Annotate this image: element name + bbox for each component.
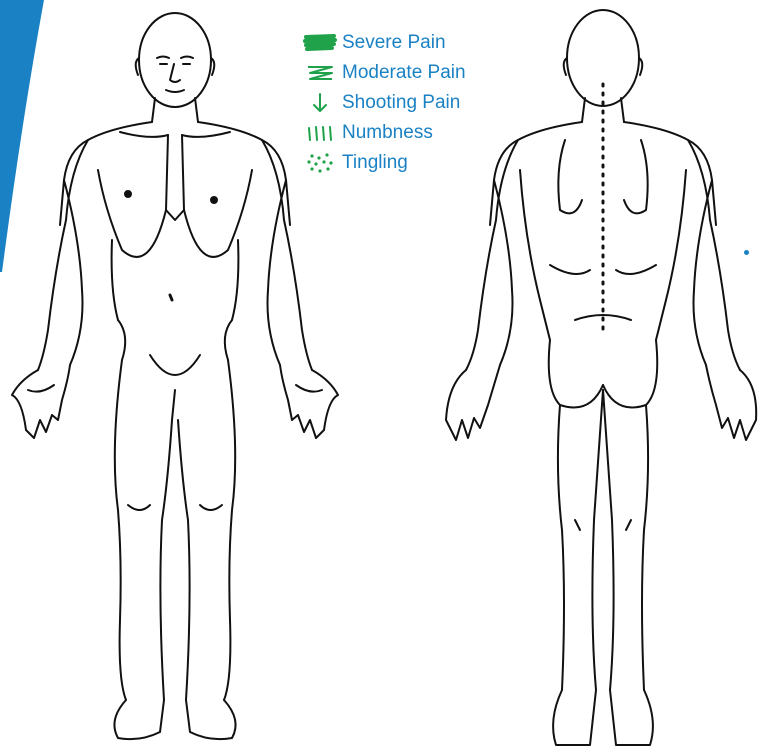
legend-label-severe-pain: Severe Pain [342,32,446,54]
legend-item-moderate-pain[interactable]: Moderate Pain [298,60,518,86]
legend-item-numbness[interactable]: Numbness [298,120,518,146]
legend-item-tingling[interactable]: Tingling [298,150,518,176]
legend-label-numbness: Numbness [342,122,433,144]
front-body-outline [12,13,338,739]
bullet-dot [744,250,749,255]
legend-item-severe-pain[interactable]: Severe Pain [298,30,518,56]
moderate-pain-icon [298,60,342,86]
numbness-icon [298,120,342,146]
legend-item-shooting-pain[interactable]: Shooting Pain [298,90,518,116]
tingling-icon [298,150,342,176]
accent-band [0,0,44,272]
shooting-pain-icon [298,90,342,116]
legend-label-tingling: Tingling [342,152,408,174]
severe-pain-icon [298,30,342,56]
legend-label-moderate-pain: Moderate Pain [342,62,466,84]
legend-label-shooting-pain: Shooting Pain [342,92,460,114]
